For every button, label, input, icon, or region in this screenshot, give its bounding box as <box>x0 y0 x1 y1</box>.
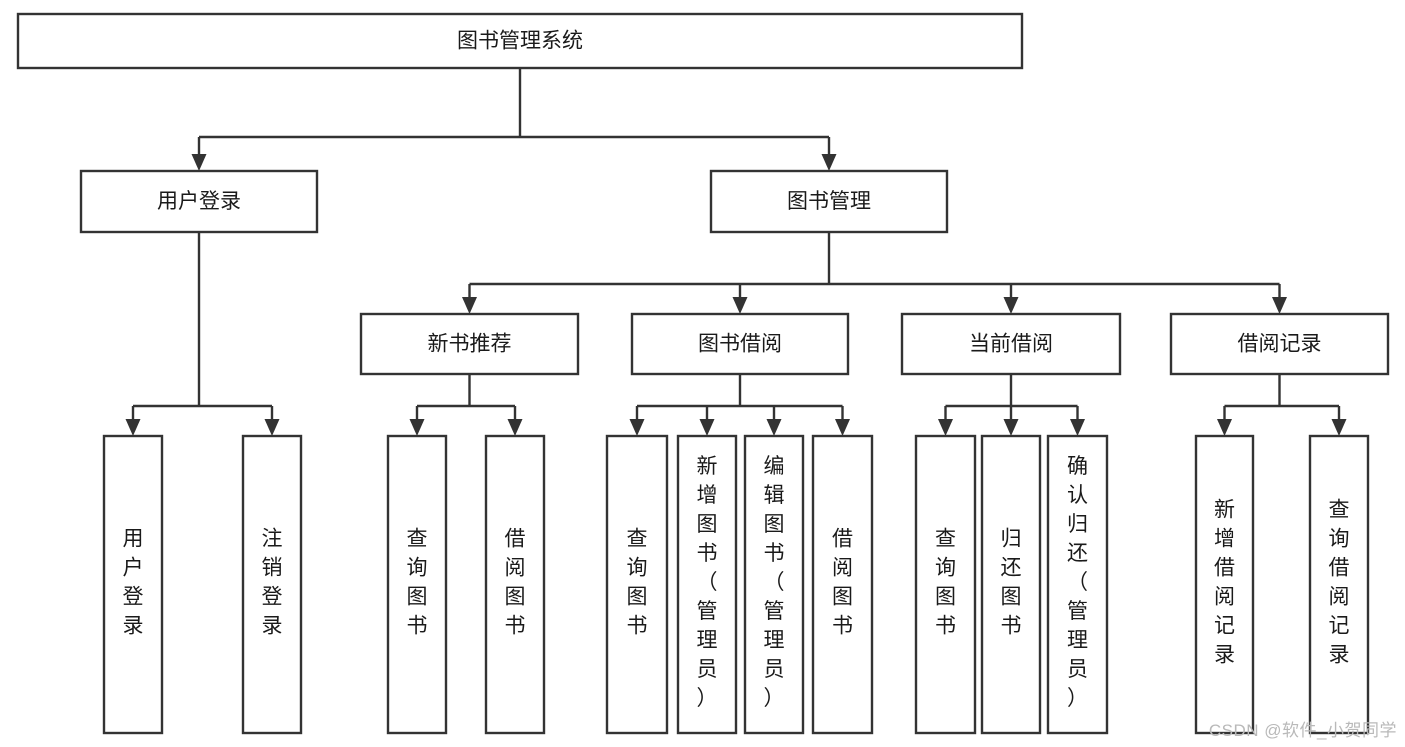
node-box[interactable] <box>79 169 319 234</box>
node-label: 确认归还（管理员） <box>1067 454 1088 709</box>
node-box[interactable] <box>241 434 303 735</box>
node-leaf-user-login[interactable]: 用户登录 <box>102 434 164 735</box>
node-label: 编辑图书（管理员） <box>764 454 785 709</box>
arrow-head-icon <box>938 419 953 436</box>
arrow-head-icon <box>1331 419 1347 436</box>
node-box[interactable] <box>676 434 738 735</box>
edge-group-l3_current_borrow <box>938 374 1085 436</box>
node-box[interactable] <box>980 434 1042 735</box>
arrow-head-icon <box>629 419 645 436</box>
node-label: 新增借阅记录 <box>1214 498 1235 666</box>
node-label: 用户登录 <box>123 527 144 637</box>
arrow-head-icon <box>125 419 141 436</box>
node-root[interactable]: 图书管理系统 <box>16 12 1024 70</box>
node-l2-user-login[interactable]: 用户登录 <box>79 169 319 234</box>
node-label: 查询图书 <box>407 527 428 637</box>
node-box[interactable] <box>1308 434 1370 735</box>
arrow-head-icon <box>1217 419 1232 436</box>
arrow-head-icon <box>699 419 715 436</box>
node-box[interactable] <box>630 312 850 376</box>
node-box[interactable] <box>914 434 977 735</box>
node-label: 查询图书 <box>935 527 956 637</box>
node-box[interactable] <box>484 434 546 735</box>
node-label: 归还图书 <box>1001 527 1022 637</box>
edge-group-l3_book_borrow <box>629 374 850 436</box>
node-box[interactable] <box>1046 434 1109 735</box>
nodes-layer: 图书管理系统用户登录图书管理新书推荐图书借阅当前借阅借阅记录用户登录注销登录查询… <box>16 12 1390 735</box>
node-label: 图书借阅 <box>698 333 782 356</box>
node-label: 查询图书 <box>627 527 648 637</box>
edge-group-l3_borrow_record <box>1217 374 1347 436</box>
arrow-head-icon <box>264 419 280 436</box>
node-label: 查询借阅记录 <box>1329 498 1350 666</box>
node-box[interactable] <box>1169 312 1390 376</box>
node-leaf-query-record[interactable]: 查询借阅记录 <box>1308 434 1370 735</box>
node-leaf-edit-book[interactable]: 编辑图书（管理员） <box>743 434 805 735</box>
arrow-head-icon <box>507 419 523 436</box>
node-label: 图书管理系统 <box>457 30 583 53</box>
arrow-head-icon <box>821 154 837 171</box>
node-leaf-query-book-rec[interactable]: 查询图书 <box>386 434 448 735</box>
node-box[interactable] <box>359 312 580 376</box>
node-box[interactable] <box>811 434 874 735</box>
arrow-head-icon <box>409 419 425 436</box>
node-box[interactable] <box>102 434 164 735</box>
node-l3-book-borrow[interactable]: 图书借阅 <box>630 312 850 376</box>
node-leaf-logout[interactable]: 注销登录 <box>241 434 303 735</box>
edge-group-root <box>191 68 837 171</box>
arrow-head-icon <box>1003 297 1019 314</box>
node-leaf-query-book-c[interactable]: 查询图书 <box>914 434 977 735</box>
node-leaf-add-record[interactable]: 新增借阅记录 <box>1194 434 1255 735</box>
node-label: 新增图书（管理员） <box>697 454 718 709</box>
arrow-head-icon <box>732 297 748 314</box>
node-box[interactable] <box>605 434 669 735</box>
node-box[interactable] <box>1194 434 1255 735</box>
node-label: 用户登录 <box>157 190 241 213</box>
edge-group-l3_new_book_rec <box>409 374 523 436</box>
node-label: 注销登录 <box>262 527 283 637</box>
node-box[interactable] <box>900 312 1122 376</box>
edge-group-l2_user_login <box>125 232 280 436</box>
node-label: 借阅记录 <box>1238 333 1322 356</box>
arrow-head-icon <box>191 154 207 171</box>
edges-layer <box>125 68 1347 436</box>
node-leaf-borrow-book-b[interactable]: 借阅图书 <box>811 434 874 735</box>
node-label: 新书推荐 <box>428 333 512 356</box>
node-l3-borrow-record[interactable]: 借阅记录 <box>1169 312 1390 376</box>
node-l2-book-mgmt[interactable]: 图书管理 <box>709 169 949 234</box>
node-leaf-borrow-book-rec[interactable]: 借阅图书 <box>484 434 546 735</box>
node-leaf-confirm-return[interactable]: 确认归还（管理员） <box>1046 434 1109 735</box>
arrow-head-icon <box>1003 419 1019 436</box>
edge-group-l2_book_mgmt <box>462 232 1287 314</box>
node-leaf-add-book[interactable]: 新增图书（管理员） <box>676 434 738 735</box>
node-box[interactable] <box>709 169 949 234</box>
node-leaf-return-book[interactable]: 归还图书 <box>980 434 1042 735</box>
node-label: 图书管理 <box>787 190 871 213</box>
node-label: 借阅图书 <box>832 527 853 637</box>
node-box[interactable] <box>386 434 448 735</box>
node-label: 当前借阅 <box>969 333 1053 356</box>
node-box[interactable] <box>16 12 1024 70</box>
node-label: 借阅图书 <box>505 527 526 637</box>
arrow-head-icon <box>462 297 477 314</box>
node-l3-new-book-rec[interactable]: 新书推荐 <box>359 312 580 376</box>
arrow-head-icon <box>766 419 782 436</box>
arrow-head-icon <box>1272 297 1287 314</box>
node-box[interactable] <box>743 434 805 735</box>
arrow-head-icon <box>1070 419 1085 436</box>
node-leaf-query-book-b[interactable]: 查询图书 <box>605 434 669 735</box>
arrow-head-icon <box>835 419 850 436</box>
node-l3-current-borrow[interactable]: 当前借阅 <box>900 312 1122 376</box>
